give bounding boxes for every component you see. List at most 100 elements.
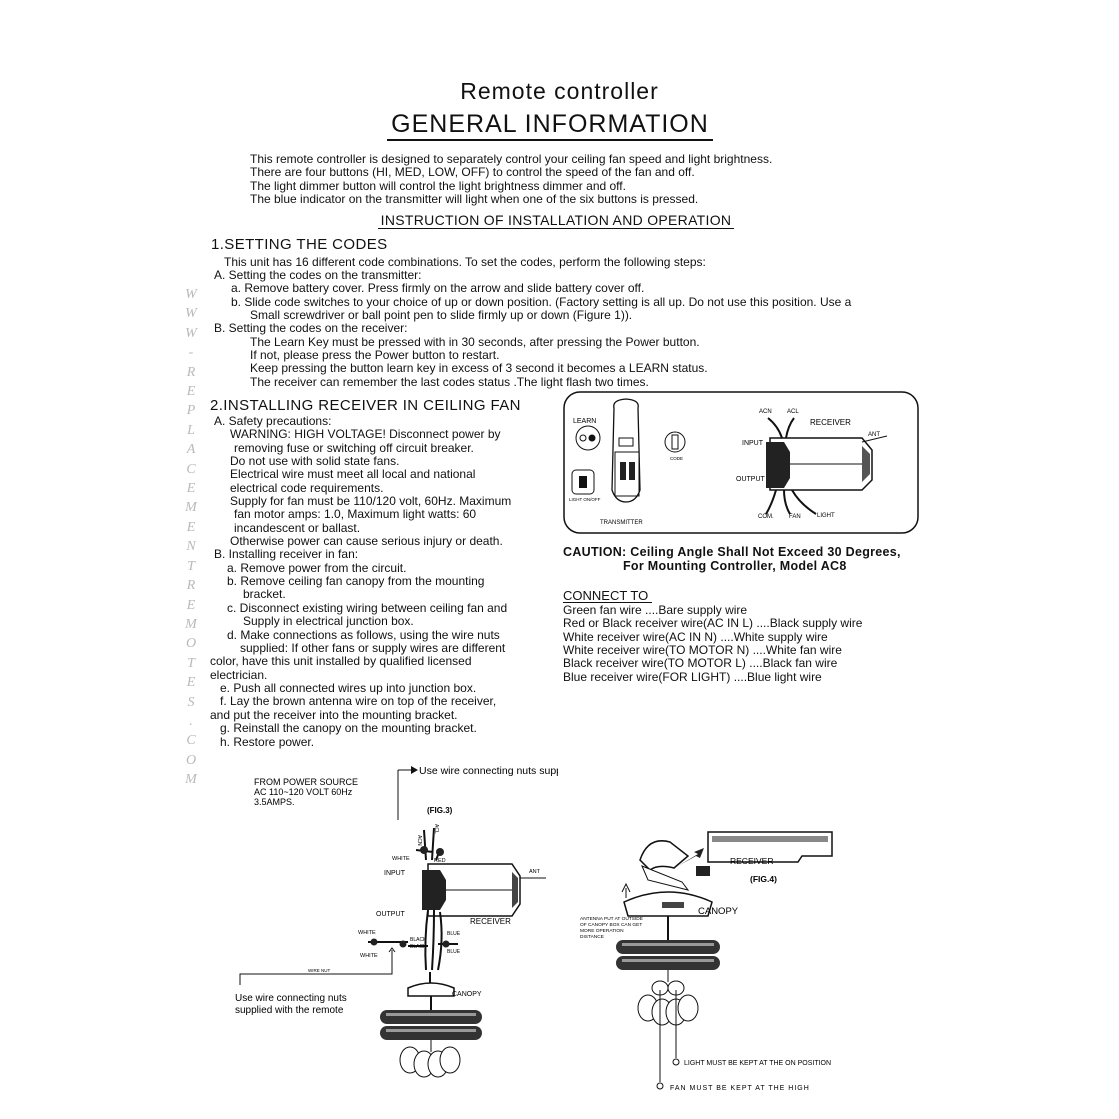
svg-text:FROM POWER SOURCE: FROM POWER SOURCE — [254, 777, 358, 787]
svg-text:Use wire connecting nuts: Use wire connecting nuts — [235, 993, 347, 1004]
figure-transmitter-receiver: LEARN LIGHT ON/OFF CODE TRANSMITTER ACN … — [563, 391, 919, 534]
section2-line: e. Push all connected wires up into junc… — [220, 681, 477, 695]
svg-text:OUTPUT: OUTPUT — [376, 911, 406, 918]
svg-text:CANOPY: CANOPY — [452, 991, 482, 998]
svg-text:FAN: FAN — [789, 514, 801, 520]
section2-line: B. Installing receiver in fan: — [214, 547, 359, 561]
section1-line: The receiver can remember the last codes… — [250, 375, 649, 389]
svg-text:ACL: ACL — [787, 409, 799, 415]
svg-text:OUTPUT: OUTPUT — [736, 476, 766, 483]
light-switch-icon — [571, 469, 595, 495]
svg-text:ANT: ANT — [868, 432, 880, 438]
section2-heading: 2.INSTALLING RECEIVER IN CEILING FAN — [210, 397, 521, 414]
section2-line: electrician. — [210, 668, 268, 682]
subtitle-text: GENERAL INFORMATION — [387, 110, 713, 141]
section2-line: supplied: If other fans or supply wires … — [240, 641, 506, 655]
svg-text:WHITE: WHITE — [392, 856, 410, 862]
svg-text:DISTANCE: DISTANCE — [580, 934, 604, 940]
svg-text:BLACK: BLACK — [410, 937, 427, 943]
section1-line: b. Slide code switches to your choice of… — [231, 295, 852, 309]
section2-line: incandescent or ballast. — [234, 521, 361, 535]
section2-line: b. Remove ceiling fan canopy from the mo… — [227, 574, 485, 588]
connect-line: White receiver wire(TO MOTOR N) ....Whit… — [563, 643, 842, 657]
intro-line: The blue indicator on the transmitter wi… — [250, 192, 699, 206]
section2-line: Electrical wire must meet all local and … — [230, 467, 476, 481]
connect-line: Red or Black receiver wire(AC IN L) ....… — [563, 616, 863, 630]
svg-text:WIRE NUT: WIRE NUT — [308, 968, 330, 973]
section2-line: d. Make connections as follows, using th… — [227, 628, 500, 642]
svg-text:BLACK: BLACK — [410, 944, 427, 950]
svg-text:ANTENNA PUT AT OUTSIDE: ANTENNA PUT AT OUTSIDE — [580, 916, 643, 922]
svg-text:LIGHT ON/OFF: LIGHT ON/OFF — [569, 497, 601, 502]
connect-heading: CONNECT TO — [563, 589, 653, 604]
connect-line: Green fan wire ....Bare supply wire — [563, 603, 748, 617]
learn-button-icon — [575, 425, 601, 451]
svg-text:LIGHT: LIGHT — [817, 513, 835, 519]
code-switch-icon — [664, 431, 686, 453]
svg-text:COM.: COM. — [758, 514, 774, 520]
section1-heading: 1.SETTING THE CODES — [211, 236, 388, 253]
connect-line: Black receiver wire(TO MOTOR L) ....Blac… — [563, 656, 838, 670]
section2-line: Otherwise power can cause serious injury… — [230, 534, 503, 548]
svg-text:INPUT: INPUT — [384, 870, 406, 877]
svg-text:RECEIVER: RECEIVER — [470, 917, 511, 926]
connect-line: White receiver wire(AC IN N) ....White s… — [563, 630, 828, 644]
svg-text:supplied with the remote: supplied with the remote — [235, 1005, 344, 1016]
svg-text:MORE OPERATION: MORE OPERATION — [580, 928, 624, 934]
svg-text:Use wire connecting nuts suppl: Use wire connecting nuts supplied with t… — [419, 765, 558, 777]
section2-line: h. Restore power. — [220, 735, 315, 749]
svg-text:RED: RED — [434, 858, 446, 864]
svg-text:ANT: ANT — [529, 869, 541, 875]
svg-text:WHITE: WHITE — [358, 930, 376, 936]
svg-text:BLUE: BLUE — [447, 931, 461, 937]
svg-text:TRANSMITTER: TRANSMITTER — [600, 520, 643, 526]
section2-line: Do not use with solid state fans. — [230, 454, 400, 468]
instruction-heading-text: INSTRUCTION OF INSTALLATION AND OPERATIO… — [377, 212, 735, 229]
intro-line: This remote controller is designed to se… — [250, 152, 773, 166]
section2-line: fan motor amps: 1.0, Maximum light watts… — [234, 507, 477, 521]
svg-text:3.5AMPS.: 3.5AMPS. — [254, 797, 295, 807]
section2-line: Supply in electrical junction box. — [243, 614, 414, 628]
svg-text:INPUT: INPUT — [742, 440, 764, 447]
svg-text:OF CANOPY BOX CAN GET: OF CANOPY BOX CAN GET — [580, 922, 642, 928]
svg-text:LIGHT MUST BE KEPT AT THE ON: LIGHT MUST BE KEPT AT THE ON POSITION — [684, 1060, 831, 1067]
instruction-heading: INSTRUCTION OF INSTALLATION AND OPERATIO… — [0, 212, 1112, 229]
section1-line: A. Setting the codes on the transmitter: — [214, 268, 422, 282]
section2-line: color, have this unit installed by quali… — [210, 654, 472, 668]
svg-text:CANOPY: CANOPY — [698, 906, 739, 917]
section2-line: f. Lay the brown antenna wire on top of … — [220, 694, 497, 708]
section1-line: B. Setting the codes on the receiver: — [214, 321, 408, 335]
svg-text:LEARN: LEARN — [573, 418, 596, 425]
svg-text:(FIG.4): (FIG.4) — [750, 874, 777, 884]
svg-text:BLUE: BLUE — [447, 949, 461, 955]
figure-4-mounting: RECEIVER (FIG.4) CANOPY ANTENNA PUT AT O… — [580, 831, 833, 1092]
section2-line: and put the receiver into the mounting b… — [210, 708, 458, 722]
intro-line: The light dimmer button will control the… — [250, 179, 626, 193]
section2-line: A. Safety precautions: — [214, 414, 332, 428]
svg-text:FAN MUST BE KEPT AT THE HIGH: FAN MUST BE KEPT AT THE HIGH — [670, 1085, 810, 1092]
section1-line: Keep pressing the button learn key in ex… — [250, 361, 708, 375]
section2-line: removing fuse or switching off circuit b… — [234, 441, 474, 455]
section1-line: If not, please press the Power button to… — [250, 348, 500, 362]
section1-line: The Learn Key must be pressed with in 30… — [250, 335, 700, 349]
section2-line: Supply for fan must be 110/120 volt, 60H… — [230, 494, 512, 508]
ceiling-fan-diagram — [380, 972, 482, 1078]
svg-text:RECEIVER: RECEIVER — [730, 856, 773, 866]
svg-text:AC 110~120 VOLT 60Hz: AC 110~120 VOLT 60Hz — [254, 787, 353, 797]
section1-line: a. Remove battery cover. Press firmly on… — [231, 281, 645, 295]
section2-line: c. Disconnect existing wiring between ce… — [227, 601, 508, 615]
svg-text:CODE: CODE — [670, 456, 683, 461]
transmitter-diagram — [611, 398, 641, 503]
section2-line: g. Reinstall the canopy on the mounting … — [220, 721, 477, 735]
section1-line: Small screwdriver or ball point pen to s… — [250, 308, 633, 322]
receiver-diagram — [765, 417, 888, 515]
page-subtitle: GENERAL INFORMATION — [0, 110, 1100, 141]
section2-line: electrical code requirements. — [230, 481, 384, 495]
caution-line: For Mounting Controller, Model AC8 — [623, 559, 847, 573]
section2-line: bracket. — [243, 587, 286, 601]
svg-text:(FIG.3): (FIG.3) — [427, 806, 453, 815]
caution-line: CAUTION: Ceiling Angle Shall Not Exceed … — [563, 545, 901, 559]
svg-text:ACN: ACN — [759, 409, 772, 415]
figure-3-wiring: FROM POWER SOURCE AC 110~120 VOLT 60Hz 3… — [235, 765, 558, 1078]
